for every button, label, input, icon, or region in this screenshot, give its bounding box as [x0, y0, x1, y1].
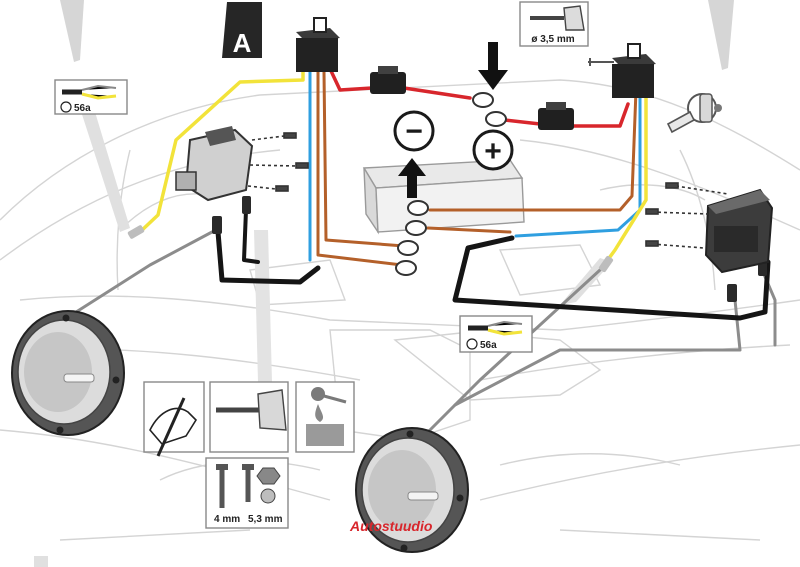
brown-wire-3	[428, 88, 638, 212]
bulb-icon	[666, 93, 722, 134]
red-wire-left-b	[402, 86, 472, 100]
ring-terminal	[485, 111, 507, 127]
plus-symbol: +	[484, 135, 502, 168]
instruction-pencil-panel	[143, 381, 205, 457]
leader-arrow-top-left	[60, 0, 84, 62]
instruction-drill-panel	[209, 381, 289, 453]
fuse-right	[538, 102, 574, 130]
grey-wire-right-lamp	[418, 268, 602, 442]
ring-terminal	[405, 220, 427, 236]
leader-pointer-center	[254, 230, 272, 382]
drill-icon	[530, 5, 585, 31]
ring-terminal	[395, 260, 417, 276]
screw-icon	[216, 464, 254, 508]
minus-terminal-symbol: −	[393, 110, 435, 152]
arrow-up	[398, 158, 426, 198]
screws-left-module	[247, 132, 309, 192]
black-wire-left-2	[242, 208, 260, 264]
pencil-hand-icon	[149, 397, 198, 457]
wires	[38, 54, 777, 442]
wire-tag-left: 56a	[54, 79, 128, 115]
fog-lamp-right	[355, 427, 469, 553]
wire-tag-right: 56a	[459, 315, 533, 353]
nut-icon	[256, 467, 281, 504]
paint-drop-icon	[306, 387, 347, 446]
leader-arrow-top-right	[708, 0, 734, 70]
mounting-screws-top	[588, 58, 614, 66]
wire-tag-left-label: 56a	[74, 103, 91, 114]
brown-wire-2	[322, 70, 406, 248]
ring-terminal	[472, 92, 494, 108]
drill-size-label: ø 3,5 mm	[531, 34, 574, 45]
black-wire-right	[452, 235, 771, 321]
screw-size-label: 4 mm	[214, 514, 240, 525]
minus-symbol: −	[405, 115, 423, 148]
section-label-box: A	[222, 2, 262, 58]
battery	[362, 159, 525, 235]
direction-arrows	[398, 42, 508, 198]
car-outline	[0, 79, 800, 541]
ring-terminal	[397, 240, 419, 256]
black-wire-left	[215, 229, 321, 285]
relay-left	[296, 17, 340, 72]
red-wire-right	[503, 118, 542, 126]
leader-pointer-left	[78, 102, 130, 232]
connectors	[127, 196, 767, 302]
instruction-paint-panel	[295, 381, 355, 453]
blue-wire-right	[514, 88, 642, 238]
switch-module-right	[704, 188, 774, 274]
red-wire-right-b	[570, 102, 630, 128]
watermark: Autostuudio	[349, 518, 433, 534]
ring-terminals	[395, 92, 507, 276]
hardware-panel: 4 mm 5,3 mm	[205, 457, 289, 529]
brown-wire-1	[316, 70, 404, 267]
fuse-left	[370, 66, 406, 94]
arrow-down	[478, 42, 508, 90]
ring-terminal	[407, 200, 429, 216]
switch-module-left	[175, 126, 254, 202]
screws-right-module	[645, 182, 729, 249]
plus-terminal-symbol: +	[472, 129, 514, 171]
wire-tag-right-label: 56a	[480, 340, 497, 351]
nut-size-label: 5,3 mm	[248, 514, 283, 525]
yellow-wire-left	[138, 56, 305, 234]
corner-mark	[34, 556, 48, 567]
fog-lamp-left	[11, 310, 125, 436]
brown-wire-4	[426, 226, 512, 234]
relay-right	[612, 43, 656, 98]
drill-callout: ø 3,5 mm	[519, 1, 589, 47]
grey-wire-right-switch	[453, 298, 742, 407]
section-label: A	[233, 28, 252, 58]
